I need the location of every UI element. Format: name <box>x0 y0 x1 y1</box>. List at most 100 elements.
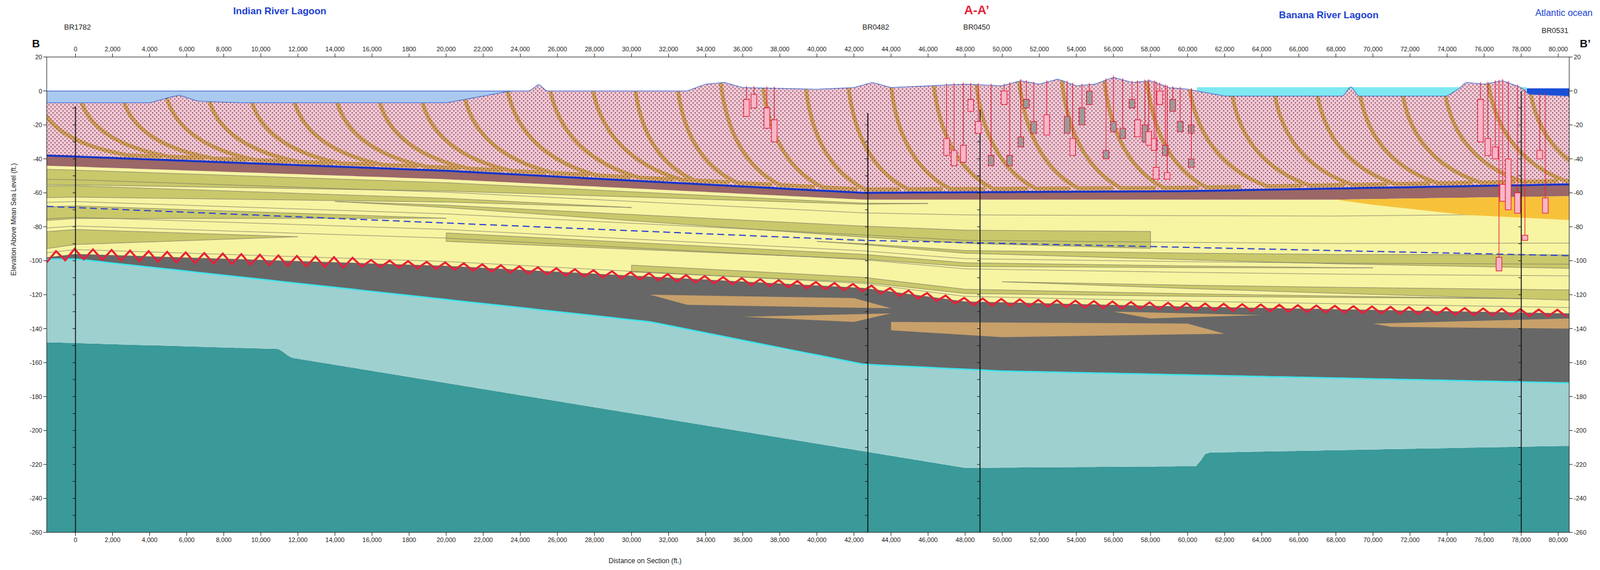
distance-tick-label: 46,000 <box>918 45 938 53</box>
elevation-tick-label: -40 <box>33 154 43 163</box>
borehole-tick <box>1518 294 1522 296</box>
axis-tick <box>816 53 818 57</box>
well-screen <box>1521 235 1528 241</box>
borehole-tick <box>977 430 981 431</box>
distance-tick-label: 40,000 <box>807 45 827 53</box>
borehole-tick <box>72 463 76 465</box>
borehole-tick <box>72 107 76 109</box>
borehole-tick <box>72 175 76 177</box>
axis-tick <box>1298 53 1300 57</box>
borehole-tick <box>72 378 76 380</box>
borehole-tick <box>1518 175 1522 177</box>
distance-tick-label: 4,000 <box>141 45 158 53</box>
axis-tick <box>43 226 47 227</box>
borehole-tick <box>977 277 981 279</box>
axis-tick <box>705 53 706 57</box>
borehole-tick <box>72 124 76 126</box>
axis-tick <box>43 192 47 194</box>
borehole-log <box>864 112 868 533</box>
borehole-tick <box>1518 362 1522 363</box>
distance-tick-label: 50,000 <box>992 536 1012 544</box>
distance-tick-label: 30,000 <box>622 45 642 53</box>
distance-tick-label: 66,000 <box>1289 45 1309 53</box>
borehole-tick <box>864 277 868 279</box>
sand-lens <box>650 294 892 309</box>
axis-tick <box>1569 294 1573 296</box>
axis-tick <box>1001 532 1003 536</box>
elevation-tick-label: 0 <box>38 87 43 95</box>
olive-wedge <box>46 229 299 250</box>
ground-surface <box>46 77 1570 103</box>
distance-tick-label: 74,000 <box>1437 536 1457 544</box>
axis-tick <box>43 463 47 465</box>
axis-tick <box>668 53 669 57</box>
axis-tick <box>371 532 373 536</box>
distance-tick-label: 32,000 <box>659 536 679 544</box>
dashed-boundary <box>46 206 1570 256</box>
axis-title: Elevation Above Mean Sea Level (ft.) <box>10 162 19 276</box>
axis-tick <box>446 532 447 536</box>
distance-tick-label: 68,000 <box>1326 45 1346 53</box>
borehole-tick <box>1518 277 1522 279</box>
axis-tick <box>631 532 632 536</box>
axis-tick <box>1076 53 1077 57</box>
elevation-tick-label: -160 <box>29 358 43 367</box>
axis-tick <box>1224 532 1226 536</box>
axis-tick <box>1569 226 1573 227</box>
distance-tick-label: 24,000 <box>510 536 530 544</box>
axis-tick <box>483 53 484 57</box>
borehole-line <box>979 109 981 533</box>
axis-tick <box>1150 532 1151 536</box>
bedding-line <box>46 217 1570 264</box>
axis-tick <box>1187 532 1189 536</box>
orange-lens <box>1335 196 1570 220</box>
borehole-tick <box>864 260 868 261</box>
well-screen <box>1496 256 1502 271</box>
borehole-tick <box>977 328 981 329</box>
axis-tick <box>186 53 187 57</box>
lagoon-name: Banana River Lagoon <box>1279 9 1379 22</box>
axis-tick <box>483 532 484 536</box>
axis-tick <box>260 532 261 536</box>
borehole-tick <box>72 362 76 363</box>
axis-tick <box>260 53 261 57</box>
axis-tick <box>1569 430 1573 431</box>
borehole-tick <box>72 158 76 159</box>
section-end-label: B’ <box>1580 37 1591 51</box>
distance-tick-label: 30,000 <box>622 536 642 544</box>
well-screen <box>988 155 994 166</box>
distance-tick-label: 32,000 <box>659 45 679 53</box>
borehole-tick <box>864 378 868 380</box>
axis-tick <box>223 53 224 57</box>
distance-tick-label: 0 <box>73 536 77 544</box>
borehole-tick <box>864 192 868 194</box>
axis-tick <box>1187 53 1189 57</box>
borehole-tick <box>864 226 868 227</box>
axis-tick <box>1569 396 1573 397</box>
sand-stipple <box>46 77 1570 193</box>
olive-wedge <box>817 241 1570 269</box>
borehole-tick <box>977 396 981 397</box>
axis-tick <box>890 532 892 536</box>
borehole-tick <box>72 447 76 448</box>
well-screen <box>1188 158 1195 168</box>
axis-tick <box>1113 532 1114 536</box>
axis-tick <box>520 53 521 57</box>
borehole-tick <box>864 480 868 482</box>
axis-tick <box>1335 532 1337 536</box>
axis-tick <box>112 53 113 57</box>
distance-tick-label: 8,000 <box>215 45 232 53</box>
distance-tick-label: 68,000 <box>1326 536 1346 544</box>
elevation-tick-label: -180 <box>29 392 43 400</box>
well-line <box>1498 79 1500 271</box>
borehole-tick <box>72 141 76 142</box>
well-markers <box>743 75 1549 272</box>
distance-tick-label: 78,000 <box>1511 536 1532 544</box>
axis-tick <box>1569 192 1573 194</box>
axis-tick <box>297 532 299 536</box>
distance-tick-label: 6,000 <box>178 45 195 53</box>
well-screen <box>771 119 778 142</box>
well-screen <box>1164 172 1170 180</box>
borehole-tick <box>864 311 868 312</box>
borehole-tick <box>1518 463 1522 465</box>
